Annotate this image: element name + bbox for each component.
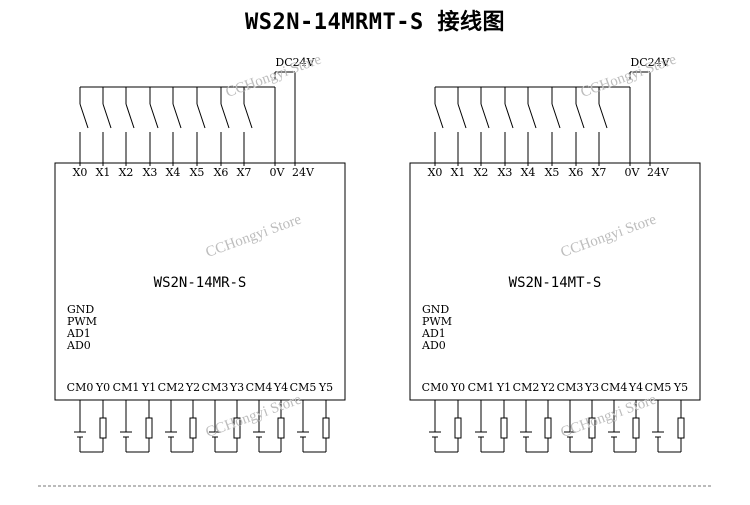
input-terminal-0v: 0V	[625, 166, 641, 179]
dc24v-label: DC24V	[630, 56, 670, 69]
output-terminal-y5: Y5	[673, 381, 688, 394]
output-terminal-cm1: CM1	[113, 381, 140, 394]
switch-blade	[575, 103, 585, 129]
output-terminal-cm5: CM5	[290, 381, 317, 394]
input-terminal-x6: X6	[569, 166, 584, 179]
watermark-middle: CCHongyi Store	[204, 211, 304, 260]
input-terminal-x4: X4	[166, 166, 181, 179]
switch-blade	[434, 103, 444, 129]
output-terminal-y0: Y0	[450, 381, 465, 394]
switch-blade	[196, 103, 206, 129]
watermark-bottom: CCHongyi Store	[204, 391, 304, 440]
input-terminal-x7: X7	[592, 166, 607, 179]
output-terminal-cm4: CM4	[601, 381, 628, 394]
input-terminal-x0: X0	[428, 166, 443, 179]
switch-blade	[243, 103, 253, 129]
controller-box	[409, 162, 701, 401]
load-resistor	[99, 417, 107, 439]
input-terminal-x1: X1	[96, 166, 111, 179]
switch-blade	[125, 103, 135, 129]
controller-panel-1: WS2N-14MR-S X0 X1 X2 X3 X4 X5 X6 X7 0V 24V DC24V GND…	[54, 51, 346, 453]
watermark-middle: CCHongyi Store	[559, 211, 659, 260]
side-terminal-gnd: GND	[67, 303, 94, 316]
output-terminal-y1: Y1	[496, 381, 511, 394]
dc24v-label: DC24V	[275, 56, 315, 69]
side-terminal-ad0: AD0	[421, 339, 446, 352]
switch-blade	[79, 103, 89, 129]
input-terminal-x0: X0	[73, 166, 88, 179]
output-terminal-cm2: CM2	[513, 381, 540, 394]
switch-blade	[149, 103, 159, 129]
input-terminal-x2: X2	[474, 166, 489, 179]
output-terminal-y3: Y3	[584, 381, 599, 394]
watermark-bottom: CCHongyi Store	[559, 391, 659, 440]
output-terminal-y3: Y3	[229, 381, 244, 394]
load-resistor	[145, 417, 153, 439]
input-terminal-x3: X3	[143, 166, 158, 179]
output-terminal-cm5: CM5	[645, 381, 672, 394]
output-terminal-y4: Y4	[628, 381, 643, 394]
side-terminal-ad0: AD0	[66, 339, 91, 352]
output-terminal-cm0: CM0	[67, 381, 94, 394]
side-terminal-ad1: AD1	[421, 327, 446, 340]
output-terminal-y2: Y2	[185, 381, 200, 394]
switch-blade	[480, 103, 490, 129]
side-terminal-gnd: GND	[422, 303, 449, 316]
load-resistor	[277, 417, 285, 439]
load-resistor	[322, 417, 330, 439]
output-terminal-y5: Y5	[318, 381, 333, 394]
output-terminal-y4: Y4	[273, 381, 288, 394]
side-terminal-pwm: PWM	[67, 315, 97, 328]
controller-panel-2: WS2N-14MT-S X0 X1 X2 X3 X4 X5 X6 X7 0V 24V DC24V GND…	[409, 51, 701, 453]
output-terminal-cm3: CM3	[202, 381, 229, 394]
model-label: WS2N-14MT-S	[509, 275, 602, 291]
load-resistor	[677, 417, 685, 439]
input-terminal-x7: X7	[237, 166, 252, 179]
input-terminal-24v: 24V	[292, 166, 315, 179]
switch-blade	[551, 103, 561, 129]
controller-box	[54, 162, 346, 401]
input-terminal-0v: 0V	[270, 166, 286, 179]
output-terminal-y0: Y0	[95, 381, 110, 394]
input-terminal-x2: X2	[119, 166, 134, 179]
output-terminal-cm0: CM0	[422, 381, 449, 394]
output-terminal-cm4: CM4	[246, 381, 273, 394]
input-terminal-x3: X3	[498, 166, 513, 179]
switch-blade	[457, 103, 467, 129]
input-terminal-x1: X1	[451, 166, 466, 179]
switch-blade	[598, 103, 608, 129]
switch-blade	[102, 103, 112, 129]
input-terminal-x5: X5	[190, 166, 205, 179]
diagram-title: WS2N-14MRMT-S 接线图	[245, 10, 505, 35]
switch-blade	[504, 103, 514, 129]
switch-blade	[527, 103, 537, 129]
load-resistor	[544, 417, 552, 439]
switch-blade	[172, 103, 182, 129]
side-terminal-ad1: AD1	[66, 327, 91, 340]
watermark-top: CCHongyi Store	[579, 51, 679, 100]
input-terminal-24v: 24V	[647, 166, 670, 179]
watermark-top: CCHongyi Store	[224, 51, 324, 100]
input-terminal-x5: X5	[545, 166, 560, 179]
switch-blade	[220, 103, 230, 129]
model-label: WS2N-14MR-S	[154, 275, 247, 291]
side-terminal-pwm: PWM	[422, 315, 452, 328]
output-terminal-y1: Y1	[141, 381, 156, 394]
output-terminal-y2: Y2	[540, 381, 555, 394]
load-resistor	[500, 417, 508, 439]
load-resistor	[632, 417, 640, 439]
load-resistor	[454, 417, 462, 439]
input-terminal-x6: X6	[214, 166, 229, 179]
output-terminal-cm2: CM2	[158, 381, 185, 394]
input-terminal-x4: X4	[521, 166, 536, 179]
output-terminal-cm3: CM3	[557, 381, 584, 394]
load-resistor	[189, 417, 197, 439]
output-terminal-cm1: CM1	[468, 381, 495, 394]
